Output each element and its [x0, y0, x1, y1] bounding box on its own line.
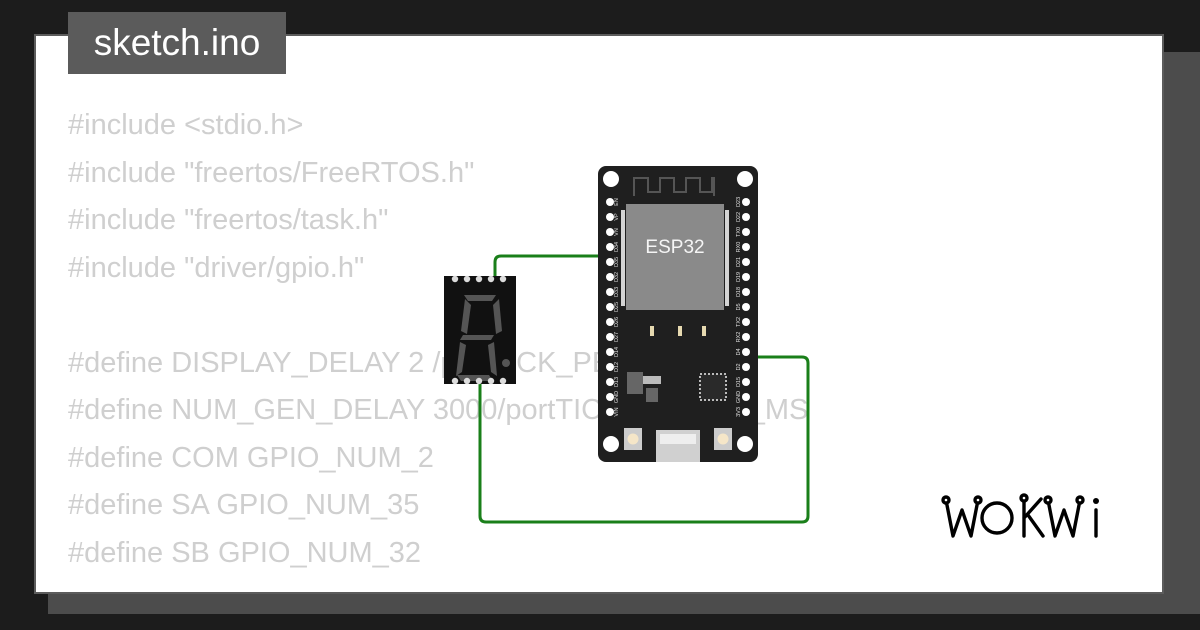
- pin-headers: [606, 198, 750, 416]
- pin-label: D4: [736, 348, 742, 355]
- pin-labels-left: EN VP VN D34 D35 D32 D33 D25 D26 D27 D14…: [614, 198, 620, 416]
- pin-labels-right: D23 D22 TX0 RX0 D21 D19 D18 D5 TX2 RX2 D…: [736, 197, 742, 417]
- pin-label: D13: [614, 377, 620, 387]
- code-line: #include "driver/gpio.h": [68, 251, 365, 284]
- wires: [478, 254, 810, 524]
- pin-label: D26: [614, 317, 620, 327]
- pin-label: D25: [614, 302, 620, 312]
- pin-label: RX0: [736, 242, 742, 253]
- pin-label: D5: [736, 303, 742, 310]
- pin-label: D27: [614, 332, 620, 342]
- boot-button: [624, 428, 642, 450]
- seven-segment-display: [444, 275, 516, 385]
- pin-label: VP: [614, 213, 620, 221]
- code-line: #include "freertos/FreeRTOS.h": [68, 156, 475, 189]
- pin-label: D18: [736, 287, 742, 297]
- esp32-board: ESP32 EN VP VN D34 D35 D32 D33 D25 D26 D…: [598, 166, 758, 462]
- pin-label: D12: [614, 362, 620, 372]
- pin-label: D35: [614, 257, 620, 267]
- pin-label: 3V3: [736, 407, 742, 417]
- display-pins: [451, 275, 507, 385]
- antenna-trace: [633, 177, 715, 196]
- pin-label: RX2: [736, 332, 742, 343]
- display-body: [444, 276, 516, 384]
- pin-label: D19: [736, 272, 742, 282]
- pin-label: GND: [614, 391, 620, 403]
- pin-label: D23: [736, 197, 742, 207]
- pin-label: D14: [614, 347, 620, 357]
- en-button: [714, 428, 732, 450]
- pin-label: TX0: [736, 227, 742, 237]
- filename-tab: sketch.ino: [68, 12, 286, 74]
- wire-segment: [478, 355, 810, 524]
- display-segments: [456, 295, 510, 381]
- circuit-diagram: ESP32 EN VP VN D34 D35 D32 D33 D25 D26 D…: [444, 166, 810, 524]
- wokwi-logo: [941, 493, 1099, 538]
- mounting-holes: [603, 171, 753, 452]
- chip-castellation: [621, 210, 729, 306]
- pin-label: D33: [614, 287, 620, 297]
- code-line: #include <stdio.h>: [68, 109, 304, 141]
- pin-label: D34: [614, 242, 620, 252]
- pin-label: D15: [736, 377, 742, 387]
- pin-label: VIN: [614, 407, 620, 416]
- preview-card: #include <stdio.h> #include "freertos/Fr…: [34, 34, 1164, 594]
- code-line: #define SB GPIO_NUM_32: [68, 536, 422, 569]
- pin-label: D21: [736, 257, 742, 267]
- code-line: #define SA GPIO_NUM_35: [68, 489, 420, 521]
- chip-label: ESP32: [645, 237, 704, 258]
- usb-uart-chip: [699, 373, 727, 401]
- code-line: #include "freertos/task.h": [68, 204, 389, 236]
- code-line: #define COM GPIO_NUM_2: [68, 441, 434, 474]
- pin-label: TX2: [736, 317, 742, 327]
- wokwi-wordmark: [941, 493, 1099, 538]
- voltage-regulator: [627, 372, 661, 402]
- pin-label: D2: [736, 363, 742, 370]
- pin-label: GND: [736, 391, 742, 403]
- pin-label: D32: [614, 272, 620, 282]
- pin-label: EN: [614, 198, 620, 206]
- pin-label: VN: [614, 228, 620, 236]
- esp32-chip: [626, 204, 724, 310]
- smd-components: [650, 326, 706, 336]
- pin-label: D22: [736, 212, 742, 222]
- wire-com: [493, 254, 608, 278]
